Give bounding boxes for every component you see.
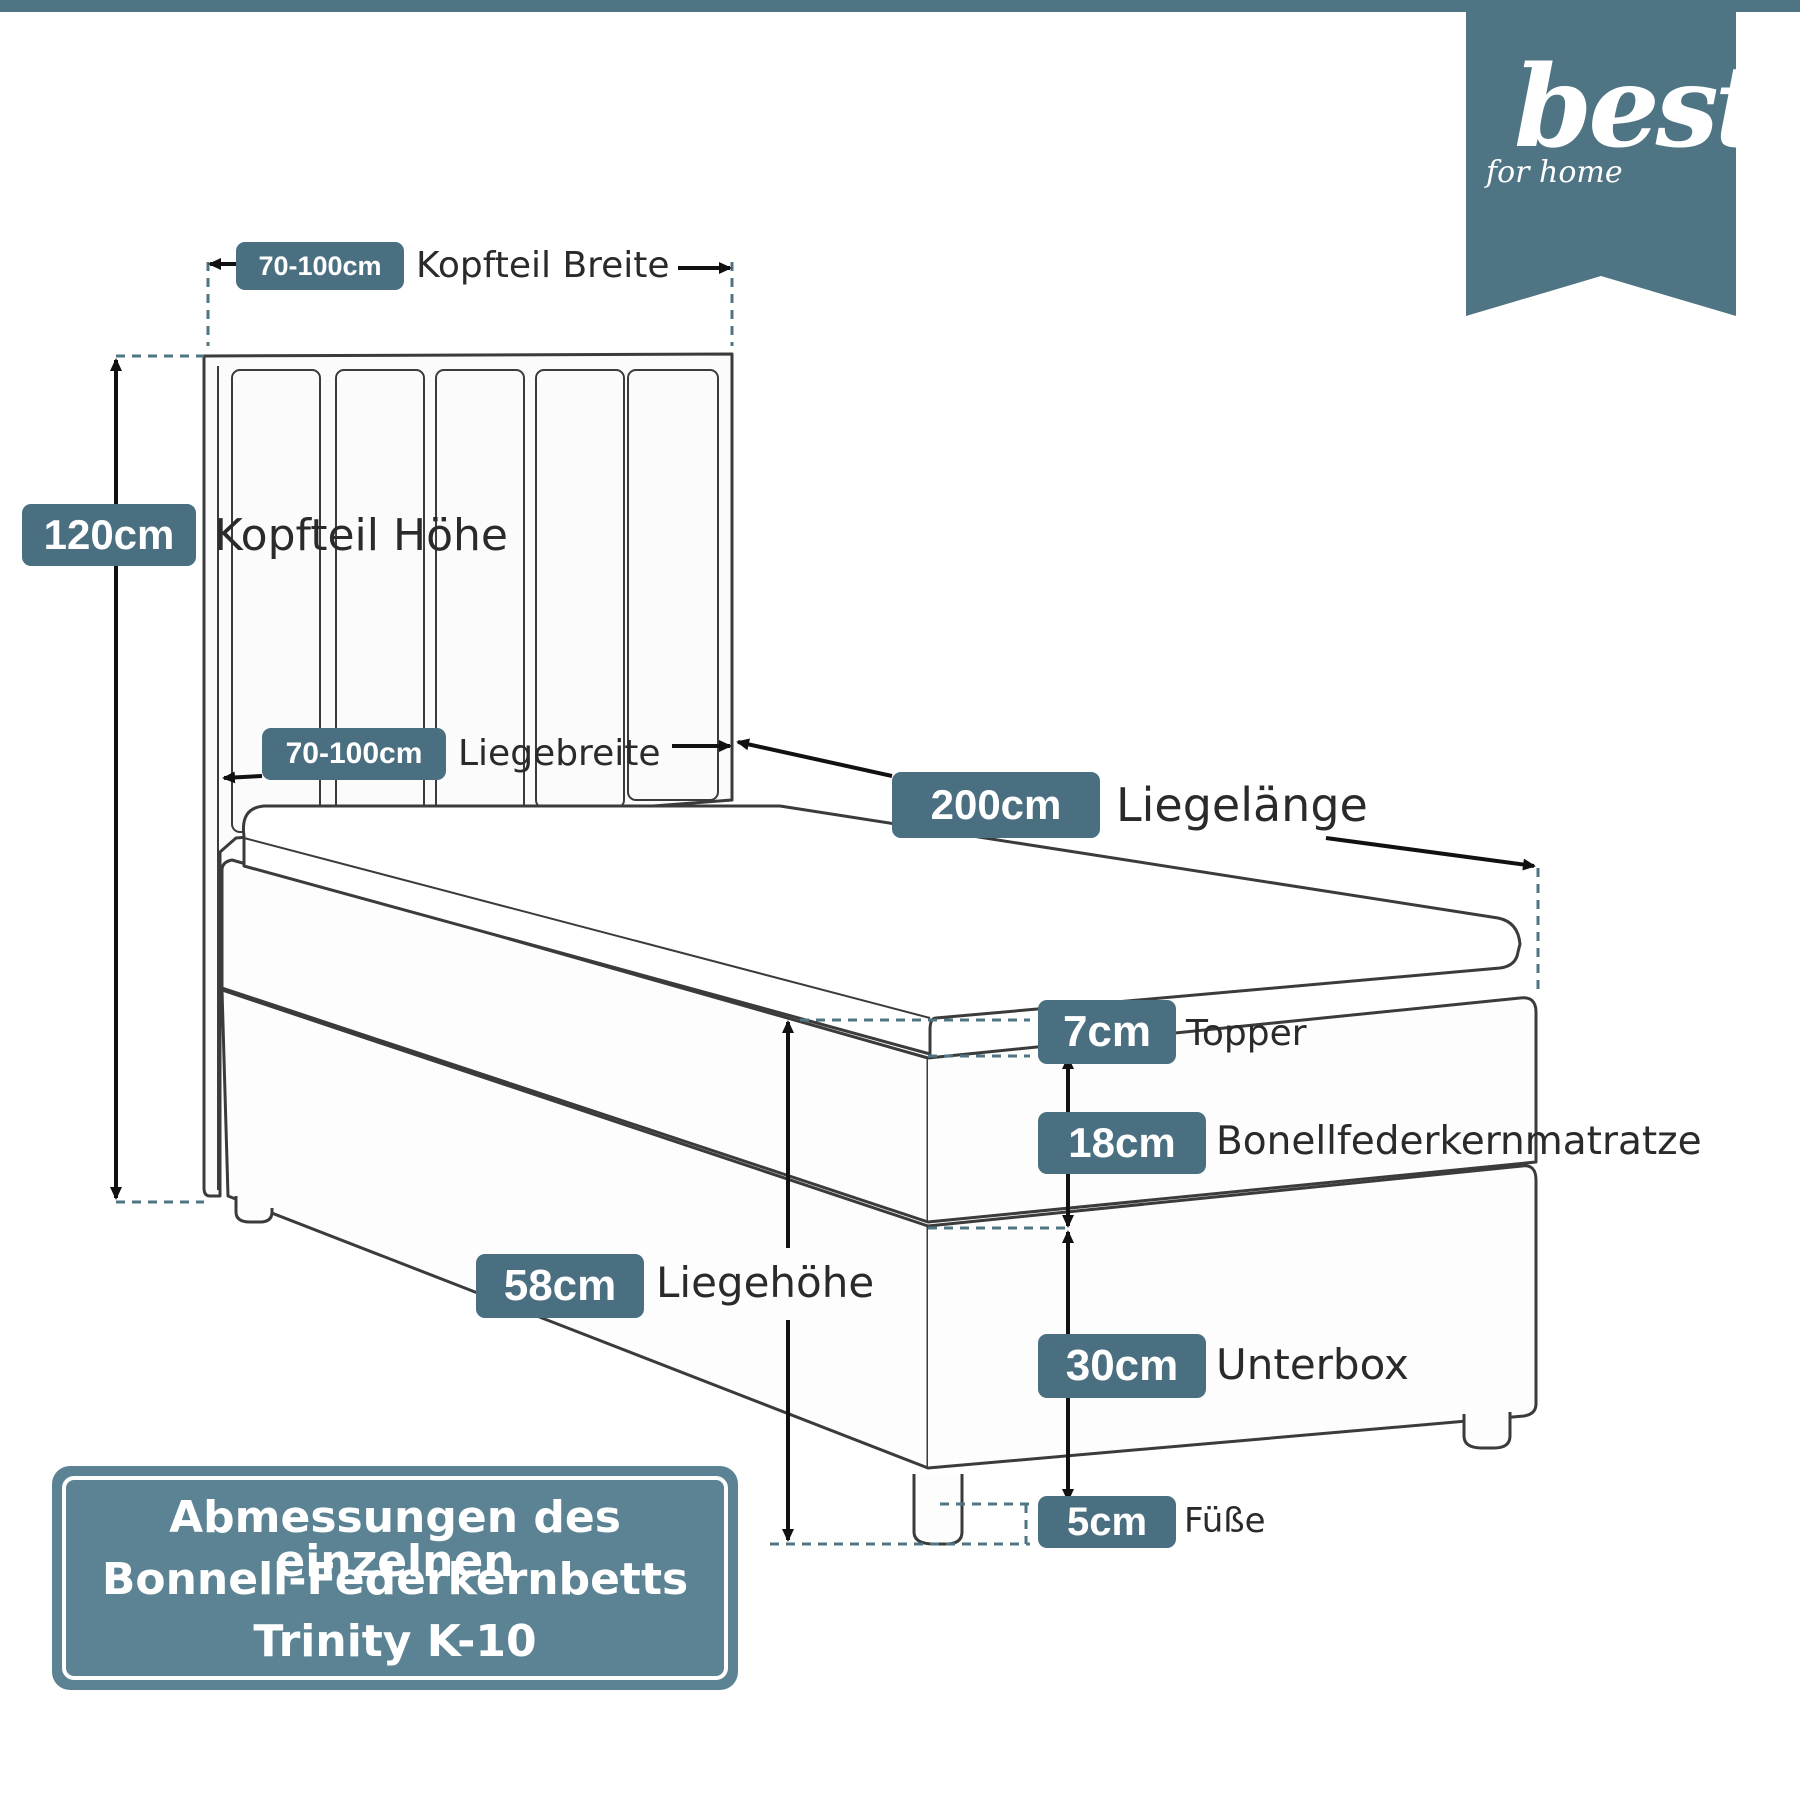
title-line-1: Abmessungen des einzelnen bbox=[169, 1492, 621, 1587]
headboard-width-label: Kopfteil Breite bbox=[416, 245, 670, 286]
headboard-width-value: 70-100cm bbox=[236, 242, 404, 290]
base-box-label: Unterbox bbox=[1216, 1340, 1409, 1389]
dimension-arrows bbox=[110, 258, 1536, 1542]
brand-tagline: for home bbox=[1486, 155, 1623, 190]
headboard-height-label: Kopfteil Höhe bbox=[214, 510, 508, 561]
brand-logo bbox=[1466, 12, 1736, 316]
top-bar bbox=[0, 0, 1800, 12]
feet-value: 5cm bbox=[1038, 1496, 1176, 1548]
headboard-height-value: 120cm bbox=[22, 504, 196, 566]
topper-value: 7cm bbox=[1038, 1000, 1176, 1064]
title-line-3: Trinity K-10 bbox=[253, 1616, 537, 1667]
sleeping-length-label: Liegelänge bbox=[1116, 778, 1368, 832]
sleeping-length-value: 200cm bbox=[892, 772, 1100, 838]
mattress-value: 18cm bbox=[1038, 1112, 1206, 1174]
brand-name: best bbox=[1514, 42, 1766, 173]
title-line-2: Bonnell-Federkernbetts bbox=[101, 1554, 689, 1605]
base-box-value: 30cm bbox=[1038, 1334, 1206, 1398]
sleeping-height-value: 58cm bbox=[476, 1254, 644, 1318]
title-box-border bbox=[62, 1476, 728, 1680]
mattress-label: Bonellfederkernmatratze bbox=[1216, 1119, 1702, 1164]
topper-label: Topper bbox=[1186, 1013, 1307, 1054]
sleeping-width-label: Liegebreite bbox=[458, 733, 661, 774]
title-box: Abmessungen des einzelnen Bonnell-Federk… bbox=[52, 1466, 738, 1690]
sleeping-height-label: Liegehöhe bbox=[656, 1258, 875, 1307]
feet-label: Füße bbox=[1184, 1501, 1266, 1541]
sleeping-width-value: 70-100cm bbox=[262, 728, 446, 780]
dashed-guides bbox=[116, 262, 1540, 1546]
